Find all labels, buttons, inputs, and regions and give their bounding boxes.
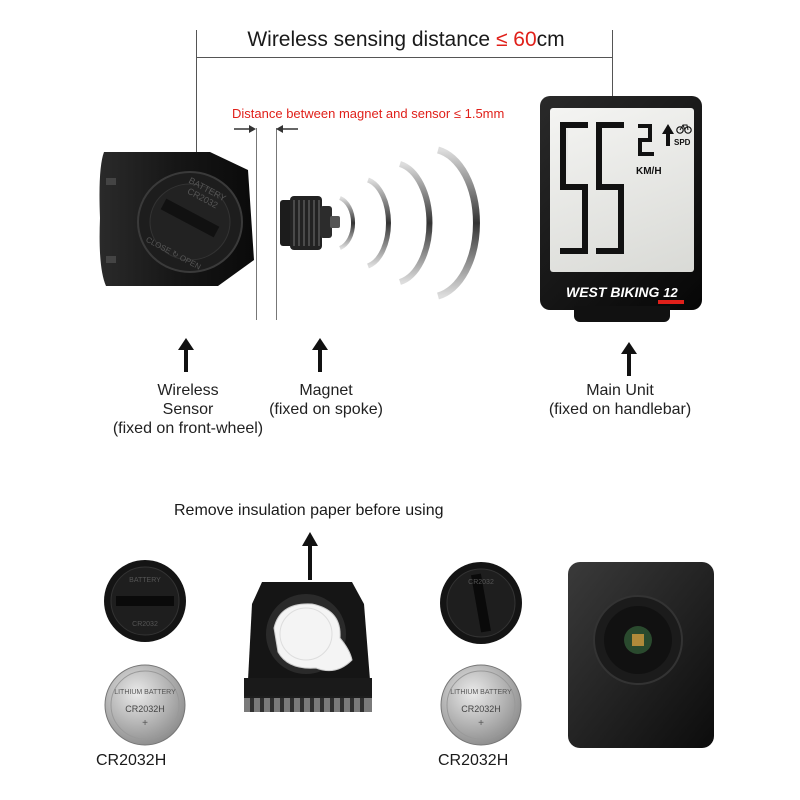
svg-text:CR2032: CR2032 [132, 621, 158, 628]
svg-text:LITHIUM BATTERY: LITHIUM BATTERY [450, 689, 512, 696]
sensor-label-line3: (fixed on front-wheel) [112, 420, 264, 437]
distance-dimension-line [196, 57, 613, 58]
up-arrow-icon [302, 532, 318, 580]
svg-text:CR2032H: CR2032H [125, 704, 165, 714]
small-digit-display [638, 124, 654, 156]
up-arrow-icon [662, 124, 674, 146]
wireless-sensor-body: BATTERY CR2032 CLOSE ↻ OPEN [99, 152, 254, 286]
brand-accent-stripe [658, 300, 684, 304]
svg-text:LITHIUM BATTERY: LITHIUM BATTERY [114, 689, 176, 696]
svg-text:BATTERY: BATTERY [129, 577, 161, 584]
sensor-with-insulation-paper [244, 582, 372, 712]
signal-wave-icon [339, 146, 480, 300]
gap-arrows [234, 125, 298, 133]
battery-label-left: CR2032H [96, 752, 167, 769]
battery-label-right: CR2032H [438, 752, 509, 769]
up-arrow-icon [178, 338, 194, 372]
magnet-label: Magnet (fixed on spoke) [246, 381, 406, 419]
bicycle-icon [676, 124, 692, 134]
magnet [280, 196, 340, 250]
gap-line-left [256, 128, 257, 320]
main-unit-bottom-buttons [574, 306, 670, 322]
sensor-label: Wireless Sensor (fixed on front-wheel) [90, 381, 286, 438]
up-arrow-icon [621, 342, 637, 376]
main-unit-label-line2: (fixed on handlebar) [548, 401, 692, 418]
coin-cell-battery-left: LITHIUM BATTERY CR2032H + [104, 664, 186, 746]
wireless-distance-unit: cm [536, 28, 565, 51]
distance-line-right-tick [612, 30, 613, 100]
distance-line-left-tick [196, 30, 197, 170]
model-number: 12 [663, 285, 678, 300]
main-unit-back [568, 562, 714, 748]
svg-text:CR2032: CR2032 [468, 579, 494, 586]
display-screen: 55 2 SPD KM/H [550, 108, 694, 272]
battery-cover-left: BATTERY CR2032 [104, 560, 186, 642]
wireless-distance-label: Wireless sensing distance ≤ 60cm [200, 28, 612, 52]
up-arrow-icon [312, 338, 328, 372]
magnet-label-line1: Magnet [299, 382, 353, 399]
brand-label: WEST BIKING 12 [566, 284, 696, 300]
battery-cover-right: CR2032 [440, 562, 522, 644]
svg-text:+: + [478, 718, 484, 729]
wireless-distance-value: ≤ 60 [495, 28, 537, 51]
magnet-gap-label: Distance between magnet and sensor ≤ 1.5… [232, 106, 505, 121]
sensor-label-line1: Wireless [157, 382, 219, 399]
brand-name: WEST BIKING [566, 284, 660, 300]
mode-label: SPD [674, 138, 691, 147]
svg-text:+: + [142, 718, 148, 729]
svg-text:CR2032H: CR2032H [461, 704, 501, 714]
main-unit: 55 2 SPD KM/H WEST BIKING 12 [540, 96, 704, 328]
sensor-label-line2: Sensor [162, 401, 214, 418]
speed-digits-display [560, 122, 624, 254]
wireless-sensor: BATTERY CR2032 CLOSE ↻ OPEN [98, 148, 258, 288]
gap-line-right [276, 128, 277, 320]
speed-unit-label: KM/H [636, 166, 662, 177]
coin-cell-battery-right: LITHIUM BATTERY CR2032H + [440, 664, 522, 746]
wireless-distance-prefix: Wireless sensing distance [247, 28, 496, 51]
main-unit-label-line1: Main Unit [586, 382, 654, 399]
magnet-label-line2: (fixed on spoke) [269, 401, 383, 418]
main-unit-label: Main Unit (fixed on handlebar) [520, 381, 720, 419]
insulation-note: Remove insulation paper before using [174, 502, 444, 519]
